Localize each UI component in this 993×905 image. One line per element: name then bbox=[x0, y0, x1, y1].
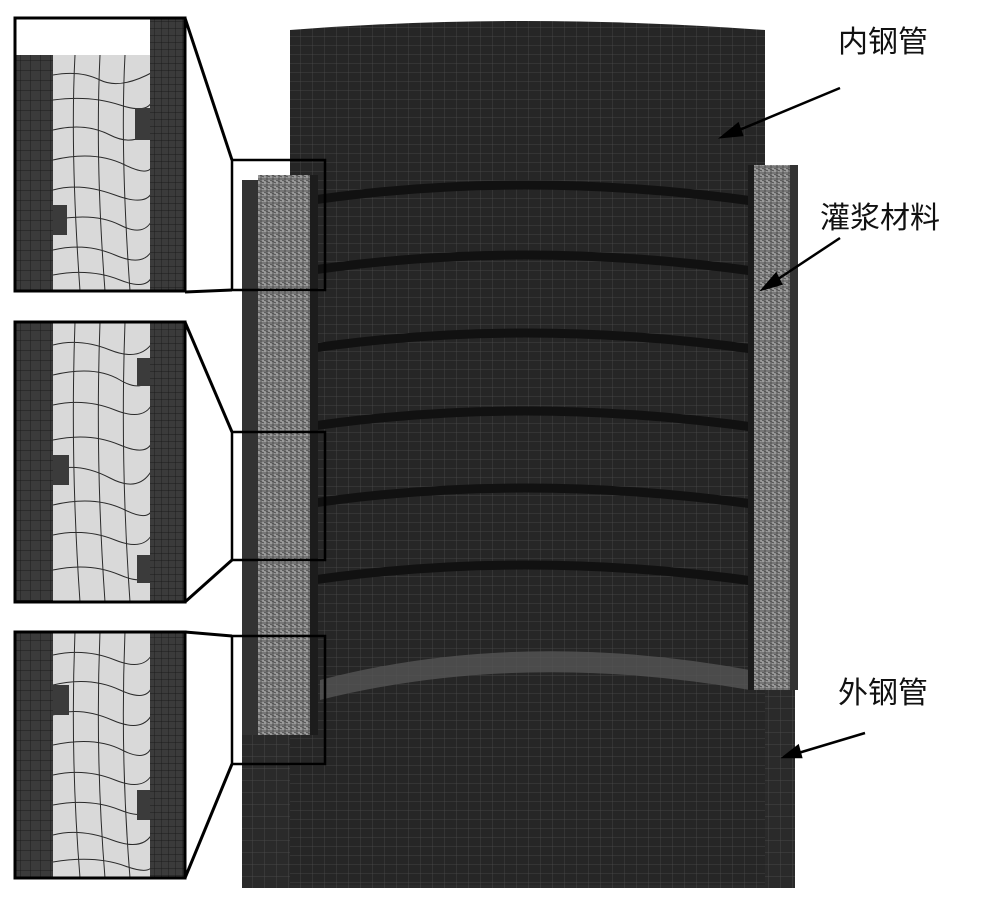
connector-lines bbox=[183, 17, 234, 879]
highlight-boxes bbox=[230, 158, 327, 766]
label-inner-pipe: 内钢管 bbox=[838, 25, 928, 60]
grout-right-section bbox=[748, 165, 798, 690]
inset-top bbox=[13, 16, 187, 293]
label-grout: 灌浆材料 bbox=[820, 201, 940, 236]
shear-key-rings bbox=[299, 180, 761, 587]
highlight-box-top bbox=[230, 158, 327, 292]
annotation-arrows bbox=[717, 86, 866, 759]
highlight-box-bottom bbox=[230, 634, 327, 766]
arrowhead-grout bbox=[759, 271, 783, 292]
inset-middle bbox=[13, 320, 187, 604]
label-outer-pipe: 外钢管 bbox=[838, 676, 928, 711]
arrowhead-outer-pipe bbox=[780, 743, 803, 759]
grout-left-section bbox=[242, 175, 318, 735]
arrow-inner-pipe bbox=[731, 86, 841, 135]
arrow-grout bbox=[771, 236, 841, 285]
arrow-outer-pipe bbox=[794, 731, 866, 756]
highlight-box-middle bbox=[230, 430, 327, 562]
inner-steel-pipe bbox=[290, 21, 765, 885]
inset-bottom bbox=[13, 630, 187, 880]
arrowhead-inner-pipe bbox=[717, 121, 744, 139]
